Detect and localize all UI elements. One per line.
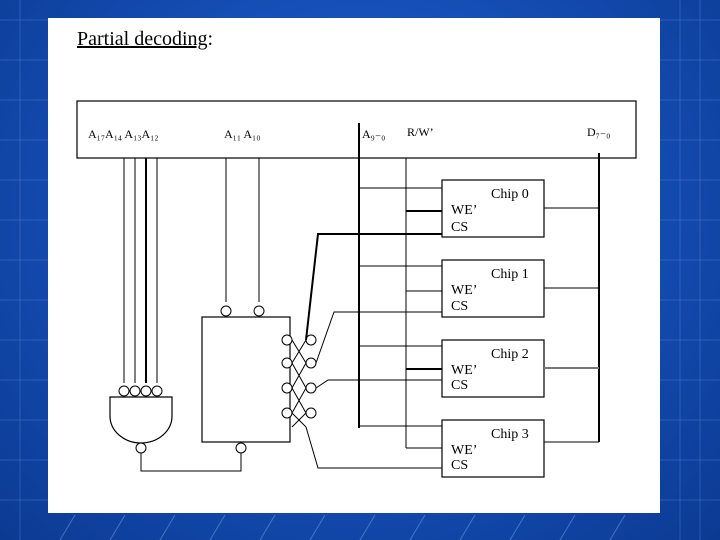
chip-1: Chip 1 WE’ CS (441, 259, 545, 318)
bus-lines (123, 123, 600, 448)
chip-0-name: Chip 0 (491, 187, 529, 202)
chip-0-we: WE’ (451, 203, 477, 218)
title-text: Partial decoding (77, 28, 208, 50)
bus-label-address-low: A₉₋₀ (362, 127, 385, 141)
decoder (201, 305, 317, 454)
bus-label-upper-address: A₁₇A₁₄ A₁₃A₁₂ (88, 127, 158, 141)
decoding-circuit-diagram: A₁₇A₁₄ A₁₃A₁₂ A₁₁ A₁₀ A₉₋₀ R/W’ D₇₋₀ (76, 100, 637, 478)
slide: Partial decoding: A₁₇A₁₄ A₁₃A₁₂ A₁₁ A₁₀ … (48, 18, 660, 513)
chip-select-wires (305, 233, 442, 469)
chip-3: Chip 3 WE’ CS (441, 419, 545, 478)
chip-2-name: Chip 2 (491, 347, 529, 362)
chip-bus-wires (359, 187, 599, 449)
chip-1-cs: CS (451, 299, 468, 314)
chip-2-cs: CS (451, 378, 468, 393)
chip-1-we: WE’ (451, 283, 477, 298)
enable-wire (140, 453, 242, 472)
bus-label-read-write: R/W’ (407, 125, 434, 139)
title-colon: : (207, 28, 214, 50)
chip-1-name: Chip 1 (491, 267, 529, 282)
slide-title: Partial decoding: (77, 28, 213, 51)
chip-3-name: Chip 3 (491, 427, 529, 442)
chip-3-cs: CS (451, 458, 468, 473)
chip-3-we: WE’ (451, 443, 477, 458)
chip-2: Chip 2 WE’ CS (441, 339, 545, 398)
bus-label-data: D₇₋₀ (587, 125, 610, 139)
bus-label-lower-select: A₁₁ A₁₀ (224, 127, 260, 141)
bus-box (76, 100, 637, 159)
chip-0-cs: CS (451, 220, 468, 235)
chip-0: Chip 0 WE’ CS (441, 179, 545, 238)
and-gate (109, 385, 173, 454)
chip-2-we: WE’ (451, 363, 477, 378)
